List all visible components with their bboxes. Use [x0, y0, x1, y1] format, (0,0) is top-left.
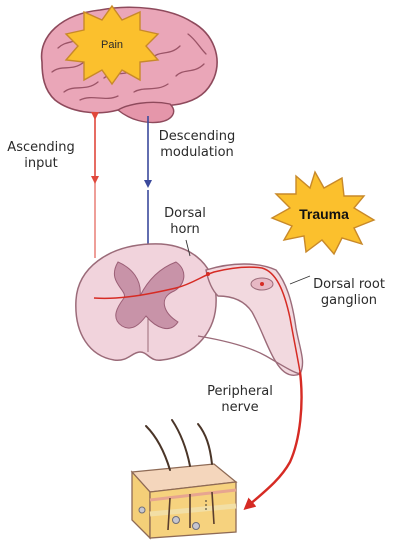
spinal-cord [76, 244, 216, 360]
ascending-label-line2: input [6, 156, 76, 172]
ascending-label-line1: Ascending [6, 140, 76, 156]
drg-label-line2: ganglion [306, 293, 392, 309]
dorsal-horn-label: Dorsal horn [160, 206, 210, 238]
peripheral-label-line2: nerve [204, 400, 276, 416]
drg-label-line1: Dorsal root [306, 277, 392, 293]
dorsal-root-ganglion-label: Dorsal root ganglion [306, 277, 392, 309]
hair-strands [146, 420, 212, 470]
descending-label-line1: Descending [152, 129, 242, 145]
pain-label: Pain [92, 39, 132, 51]
dorsal-horn-label-line2: horn [160, 222, 210, 238]
peripheral-nerve-label: Peripheral nerve [204, 384, 276, 416]
skin-tissue-block [132, 464, 236, 538]
ascending-input-label: Ascending input [6, 140, 76, 172]
dorsal-horn-label-line1: Dorsal [160, 206, 210, 222]
trauma-label: Trauma [288, 206, 360, 222]
descending-modulation-label: Descending modulation [152, 129, 242, 161]
peripheral-label-line1: Peripheral [204, 384, 276, 400]
descending-label-line2: modulation [152, 145, 242, 161]
